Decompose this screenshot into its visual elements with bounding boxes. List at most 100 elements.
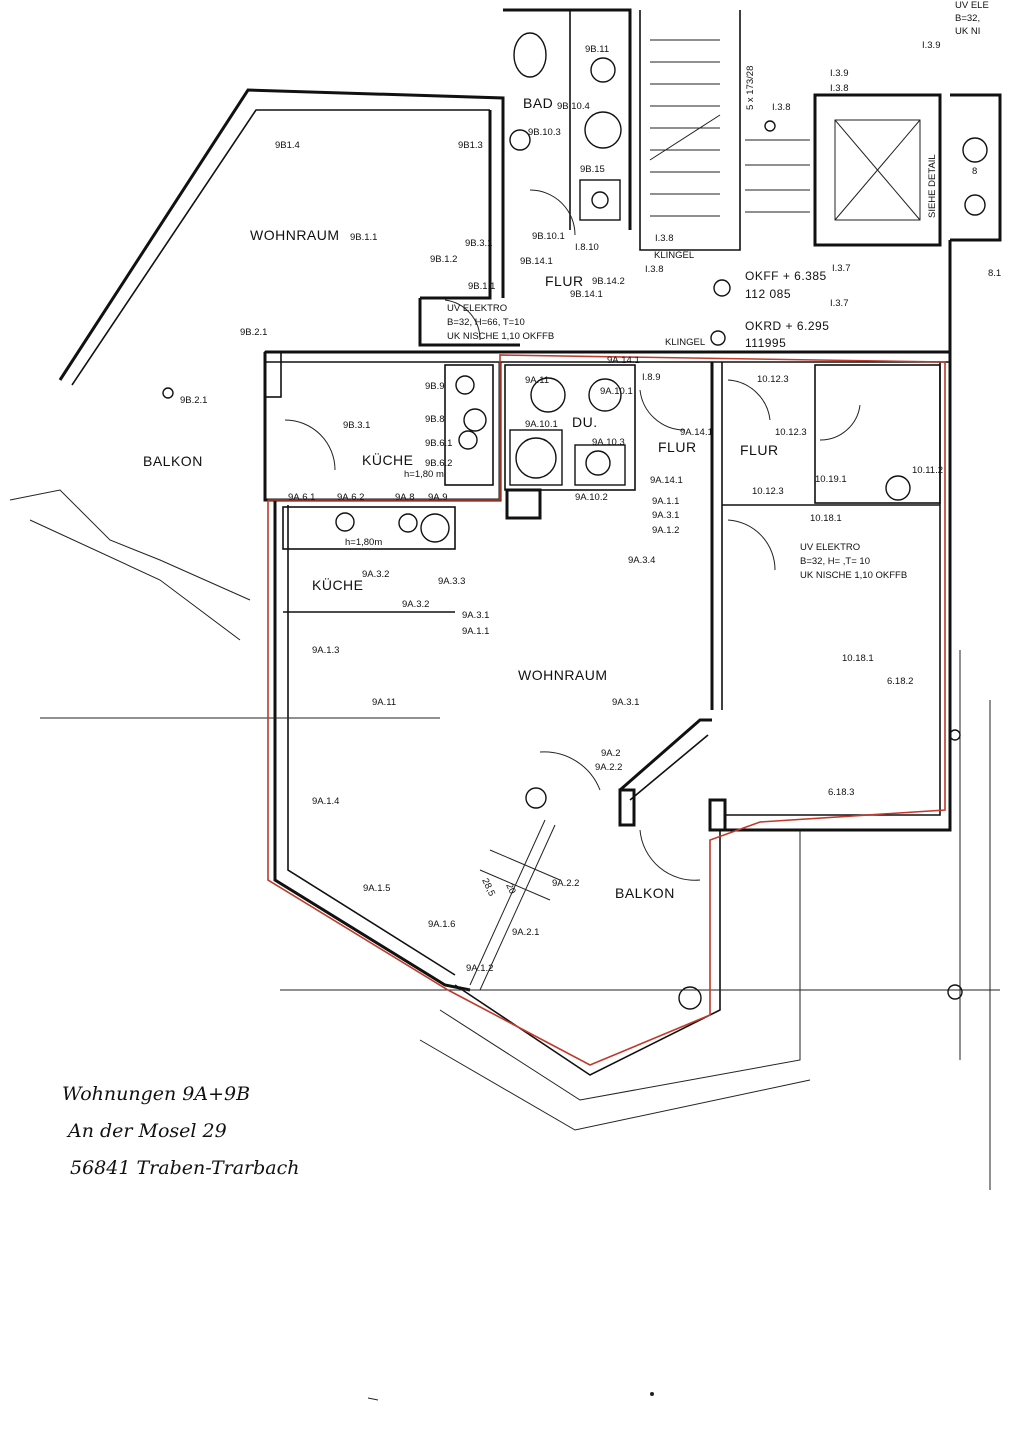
washbasin-icon (964, 194, 986, 216)
label-9b1-4: 9B1.4 (275, 140, 300, 151)
label-9a6-1: 9A.6.1 (288, 492, 315, 503)
label-9a3-4: 9A.3.4 (628, 555, 655, 566)
lamp-icon (949, 729, 961, 741)
label-9b10-3: 9B.10.3 (528, 127, 561, 138)
label-10-19-1: 10.19.1 (815, 474, 847, 485)
label-9b14-2: 9B.14.2 (592, 276, 625, 287)
shaft-cross-b (834, 119, 921, 221)
label-9a2-2b: 9A.2.2 (552, 878, 579, 889)
label-9a10-2: 9A.10.2 (575, 492, 608, 503)
label-9a8: 9A.8 (395, 492, 415, 503)
label-9a11b: 9A.11 (372, 697, 396, 708)
okff-level: OKFF + 6.385 (745, 269, 827, 283)
label-9a3-2: 9A.3.2 (362, 569, 389, 580)
kueche-height: h=1,80 m (404, 469, 444, 480)
wall-balkon-bottom (454, 830, 721, 1076)
label-9a1-1: 9A.1.1 (652, 496, 679, 507)
label-10-11-2: 10.11.2 (912, 465, 943, 476)
lamp-icon (525, 787, 547, 809)
fixture-10-icon (885, 475, 911, 501)
wall-9b-outer (58, 88, 505, 381)
door-swings (284, 189, 861, 881)
kueche-9a-counter (282, 506, 456, 550)
label-9b3-1: 9B.3.1 (465, 238, 492, 249)
wall-9b-bad (420, 110, 492, 300)
label-10-18-1b: 10.18.1 (842, 653, 874, 664)
balkon-left-edge (9, 489, 251, 601)
label-i3-7b: I.3.7 (830, 298, 849, 309)
label-9a3-1: 9A.3.1 (652, 510, 679, 521)
room-wohnraum-9b: WOHNRAUM (250, 227, 340, 243)
outlet-icon (162, 387, 174, 399)
label-9b3-1b: 9B.3.1 (343, 420, 370, 431)
label-10-12-3: 10.12.3 (757, 374, 789, 385)
handwritten-line-3: 56841 Traben-Trarbach (70, 1157, 299, 1179)
stove-burner-icon (398, 513, 418, 533)
label-9a1-1b: 9A.1.1 (462, 626, 489, 637)
wall-flur-9b (418, 298, 520, 347)
label-9b2-1b: 9B.2.1 (180, 395, 207, 406)
label-9b14-1b: 9B.14.1 (570, 289, 603, 300)
label-i8-9: I.8.9 (642, 372, 661, 383)
wall-bad (503, 8, 632, 230)
label-8: 8 (972, 166, 977, 177)
label-i3-9: I.3.9 (922, 40, 941, 51)
column-9b (264, 351, 282, 398)
uv1-title: UV ELEKTRO (447, 303, 507, 314)
toilet-icon (513, 32, 547, 78)
wall-9a-inner (287, 505, 456, 976)
label-i3-8b: I.3.8 (772, 102, 791, 113)
label-i3-7: I.3.7 (832, 263, 851, 274)
sink-icon (335, 512, 355, 532)
wall-shaft (813, 93, 942, 247)
label-9a3-3: 9A.3.3 (438, 576, 465, 587)
label-9b10-1: 9B.10.1 (532, 231, 565, 242)
door-swing (639, 829, 701, 881)
label-i3-8: I.3.8 (830, 83, 849, 94)
stairs-label: 5 x 173/28 (745, 66, 756, 110)
okrd-sub: 111995 (745, 336, 786, 350)
label-10-12-3c: 10.12.3 (752, 486, 784, 497)
wall-stairwell (639, 10, 741, 251)
label-9a2: 9A.2 (601, 748, 621, 759)
label-9a3-1b: 9A.3.1 (462, 610, 489, 621)
wall-angled-center-2 (629, 734, 709, 801)
wall-right-top (950, 93, 1002, 242)
door-swing (819, 404, 861, 441)
wall-9b-inner (71, 109, 490, 386)
room-du: DU. (572, 414, 598, 430)
wall-right-outer (720, 240, 952, 832)
handwritten-note: Wohnungen 9A+9B An der Mosel 29 56841 Tr… (62, 1083, 299, 1179)
uv2-dims: B=32, H= ,T= 10 (800, 556, 870, 567)
label-9a1-3: 9A.1.3 (312, 645, 339, 656)
wall-right-inner (725, 362, 941, 816)
label-9b6-1: 9B.6.1 (425, 438, 452, 449)
label-9b15: 9B.15 (580, 164, 605, 175)
stove-burner-icon (458, 430, 478, 450)
label-9a3-1c: 9A.3.1 (612, 697, 639, 708)
notes: UV ELEKTRO B=32, H=66, T=10 UK NISCHE 1,… (345, 0, 989, 581)
label-9a14-1b: 9A.14.1 (680, 427, 713, 438)
bidet-icon (509, 129, 531, 151)
shaft-box (834, 119, 921, 221)
label-9a2-2: 9A.2.2 (595, 762, 622, 773)
cable-route-line (267, 354, 946, 1066)
label-9b8: 9B.8 (425, 414, 445, 425)
du-shaft (505, 488, 542, 520)
label-9b11: 9B.11 (585, 44, 609, 55)
label-9b10-4: 9B.10.4 (557, 101, 590, 112)
label-9a3-2b: 9A.3.2 (402, 599, 429, 610)
du-washer-drum-icon (515, 437, 557, 479)
handwritten-line-1: Wohnungen 9A+9B (62, 1083, 250, 1105)
outlet-icon (764, 120, 776, 132)
window-bar-b (479, 824, 556, 991)
du-toilet-icon (588, 378, 622, 412)
room-flur-9b: FLUR (545, 273, 584, 289)
fixtures (162, 32, 988, 1010)
balkon-edge-2 (419, 1039, 811, 1131)
speck (367, 1397, 379, 1401)
label-9a1-5: 9A.1.5 (363, 883, 390, 894)
klingel-label: KLINGEL (665, 337, 705, 348)
label-9a1-4: 9A.1.4 (312, 796, 339, 807)
pillar-right (708, 798, 727, 832)
